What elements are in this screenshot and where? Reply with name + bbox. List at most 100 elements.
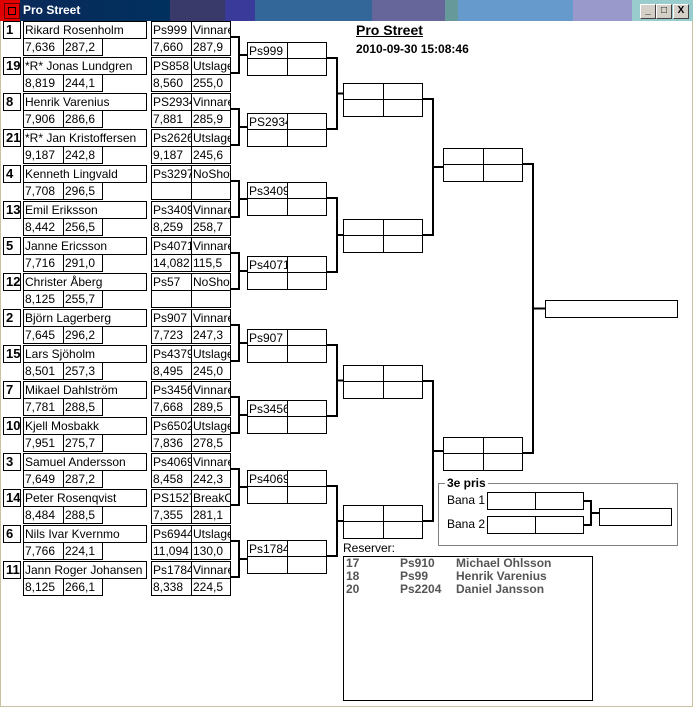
semifinal-speed[interactable] [483, 164, 523, 182]
race-result[interactable]: Utslagen [191, 345, 231, 363]
race-time[interactable]: 7,723 [151, 326, 192, 344]
player-name[interactable]: Mikael Dahlström [23, 381, 147, 399]
round2-speed[interactable] [287, 345, 327, 363]
player-name[interactable]: Lars Sjöholm [23, 345, 147, 363]
qualifying-speed[interactable]: 296,2 [63, 326, 103, 344]
qualifying-time[interactable]: 8,442 [23, 218, 64, 236]
race-result[interactable]: Utslagen [191, 129, 231, 147]
race-time[interactable]: 14,082 [151, 254, 192, 272]
qualifying-speed[interactable]: 288,5 [63, 398, 103, 416]
semifinal-speed[interactable] [483, 453, 523, 471]
quarterfinal-speed[interactable] [383, 521, 423, 539]
race-result[interactable]: BreakOut [191, 489, 231, 507]
race-speed[interactable]: 255,0 [191, 74, 231, 92]
car-number[interactable]: Ps2626 [151, 129, 192, 147]
round2-speed[interactable] [287, 58, 327, 76]
player-name[interactable]: Henrik Varenius [23, 93, 147, 111]
player-name[interactable]: Peter Rosenqvist [23, 489, 147, 507]
qualifying-time[interactable]: 8,819 [23, 74, 64, 92]
race-speed[interactable]: 115,5 [191, 254, 231, 272]
race-time[interactable]: 8,495 [151, 362, 192, 380]
round2-car[interactable]: Ps999 [247, 42, 288, 60]
player-name[interactable]: Björn Lagerberg [23, 309, 147, 327]
car-number[interactable]: Ps907 [151, 309, 192, 327]
race-speed[interactable]: 130,0 [191, 542, 231, 560]
race-result[interactable]: Utslagen [191, 417, 231, 435]
title-bar[interactable]: Pro Street _ □ X [0, 0, 693, 21]
race-time[interactable] [151, 290, 192, 308]
player-name[interactable]: Janne Ericsson [23, 237, 147, 255]
race-speed[interactable] [191, 290, 231, 308]
race-result[interactable]: Vinnare [191, 381, 231, 399]
race-speed[interactable]: 285,9 [191, 110, 231, 128]
race-result[interactable]: Vinnare [191, 93, 231, 111]
car-number[interactable]: PS2934 [151, 93, 192, 111]
semifinal-time[interactable] [443, 453, 484, 471]
qualifying-speed[interactable]: 256,5 [63, 218, 103, 236]
race-speed[interactable]: 247,3 [191, 326, 231, 344]
qualifying-speed[interactable]: 242,8 [63, 146, 103, 164]
car-number[interactable]: Ps999 [151, 21, 192, 39]
car-number[interactable]: Ps1784 [151, 561, 192, 579]
qualifying-time[interactable]: 8,125 [23, 290, 64, 308]
round2-speed[interactable] [287, 272, 327, 290]
race-result[interactable]: Vinnare [191, 309, 231, 327]
semifinal-time[interactable] [443, 164, 484, 182]
car-number[interactable]: Ps4379 [151, 345, 192, 363]
race-time[interactable]: 8,560 [151, 74, 192, 92]
quarterfinal-speed[interactable] [383, 99, 423, 117]
race-speed[interactable]: 245,6 [191, 146, 231, 164]
race-time[interactable] [151, 182, 192, 200]
qualifying-speed[interactable]: 296,5 [63, 182, 103, 200]
round2-car[interactable]: Ps4071 [247, 256, 288, 274]
race-time[interactable]: 7,836 [151, 434, 192, 452]
player-name[interactable]: Emil Eriksson [23, 201, 147, 219]
final-winner[interactable] [545, 300, 678, 318]
qualifying-speed[interactable]: 275,7 [63, 434, 103, 452]
round2-time[interactable] [247, 486, 288, 504]
race-time[interactable]: 9,187 [151, 146, 192, 164]
player-name[interactable]: Jann Roger Johansen [23, 561, 147, 579]
race-speed[interactable] [191, 182, 231, 200]
round2-time[interactable] [247, 198, 288, 216]
round2-time[interactable] [247, 556, 288, 574]
race-speed[interactable]: 224,5 [191, 578, 231, 596]
player-name[interactable]: *R* Jan Kristoffersen [23, 129, 147, 147]
qualifying-speed[interactable]: 287,2 [63, 470, 103, 488]
round2-speed[interactable] [287, 416, 327, 434]
qualifying-time[interactable]: 7,951 [23, 434, 64, 452]
race-time[interactable]: 8,458 [151, 470, 192, 488]
qualifying-speed[interactable]: 257,3 [63, 362, 103, 380]
qualifying-speed[interactable]: 286,6 [63, 110, 103, 128]
qualifying-time[interactable]: 7,781 [23, 398, 64, 416]
player-name[interactable]: Samuel Andersson [23, 453, 147, 471]
qualifying-speed[interactable]: 224,1 [63, 542, 103, 560]
race-speed[interactable]: 245,0 [191, 362, 231, 380]
race-time[interactable]: 7,668 [151, 398, 192, 416]
race-result[interactable]: Vinnare [191, 237, 231, 255]
qualifying-time[interactable]: 7,708 [23, 182, 64, 200]
qualifying-time[interactable]: 9,187 [23, 146, 64, 164]
race-time[interactable]: 7,660 [151, 38, 192, 56]
round2-speed[interactable] [287, 556, 327, 574]
race-result[interactable]: Vinnare [191, 201, 231, 219]
minimize-button[interactable]: _ [640, 4, 656, 19]
third-place-winner[interactable] [599, 508, 672, 526]
quarterfinal-speed[interactable] [383, 235, 423, 253]
quarterfinal-time[interactable] [343, 381, 384, 399]
round2-time[interactable] [247, 58, 288, 76]
qualifying-speed[interactable]: 244,1 [63, 74, 103, 92]
round2-time[interactable] [247, 345, 288, 363]
close-button[interactable]: X [673, 4, 689, 19]
player-name[interactable]: Kenneth Lingvald [23, 165, 147, 183]
race-result[interactable]: NoShow [191, 165, 231, 183]
round2-time[interactable] [247, 416, 288, 434]
race-result[interactable]: Vinnare [191, 453, 231, 471]
qualifying-time[interactable]: 8,125 [23, 578, 64, 596]
race-speed[interactable]: 287,9 [191, 38, 231, 56]
player-name[interactable]: Nils Ivar Kvernmo [23, 525, 147, 543]
player-name[interactable]: Christer Åberg [23, 273, 147, 291]
car-number[interactable]: Ps3409 [151, 201, 192, 219]
qualifying-time[interactable]: 7,766 [23, 542, 64, 560]
